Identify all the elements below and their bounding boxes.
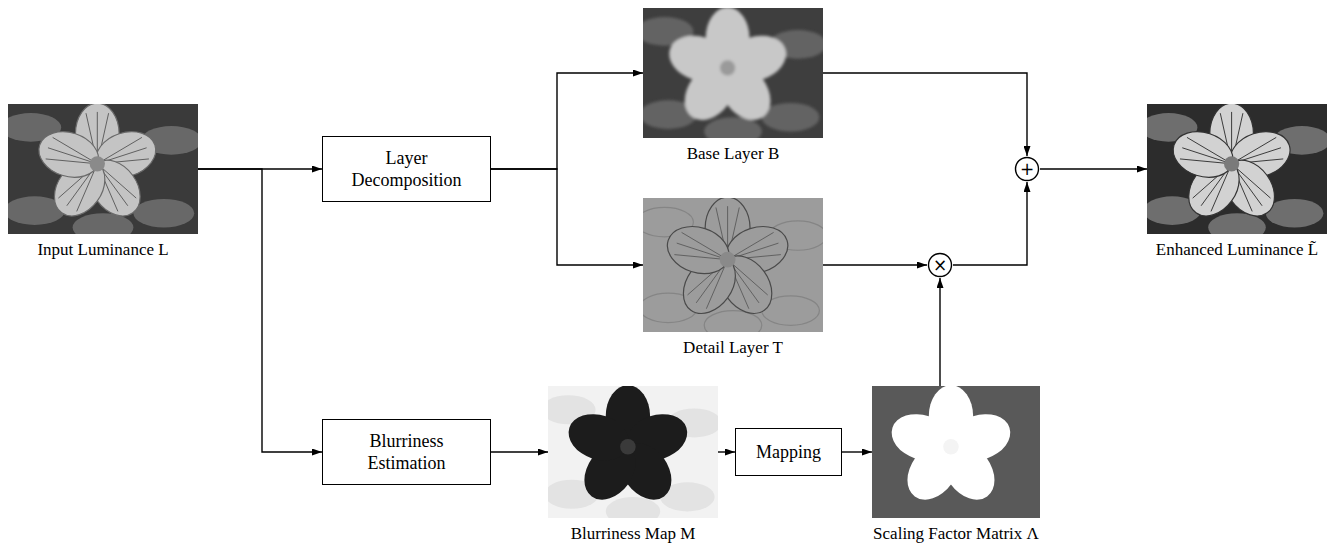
petal-shape (929, 497, 983, 518)
illustration-part (943, 439, 959, 455)
flow-arrow (823, 264, 927, 265)
petal-shape (661, 219, 735, 281)
flow-arrow (491, 451, 548, 452)
image-panel: Scaling Factor Matrix Λ (872, 386, 1040, 518)
illustration-part (872, 386, 1040, 518)
petal-shape (33, 124, 105, 184)
illustration-part (620, 439, 636, 455)
petal-shape (886, 407, 959, 468)
petal-shape (1167, 124, 1239, 184)
petal-shape (762, 103, 820, 132)
box-label: Layer Decomposition (331, 147, 482, 192)
image-caption: Enhanced Luminance L̃ (1156, 240, 1318, 260)
operator-circle: + (1014, 156, 1040, 182)
box-label: Blurriness Estimation (331, 430, 482, 475)
process-box: Blurriness Estimation (322, 419, 491, 485)
operator-ring (929, 254, 952, 277)
illustration-part (643, 198, 823, 332)
flow-arrow (491, 73, 643, 169)
image-panel: Input Luminance L (8, 104, 198, 234)
flow-arrow (198, 169, 322, 452)
illustration-part (1147, 104, 1327, 234)
image-caption: Base Layer B (687, 144, 780, 164)
operator-symbol: × (933, 257, 947, 274)
process-box: Layer Decomposition (322, 136, 491, 202)
petal-shape (563, 407, 636, 468)
image-caption: Detail Layer T (683, 338, 783, 358)
process-box: Mapping (735, 428, 842, 476)
petal-shape (1266, 199, 1324, 228)
illustration-part (872, 386, 1040, 518)
illustration-part (8, 104, 198, 234)
operator-symbol: + (1020, 161, 1034, 178)
illustration-part (872, 386, 1040, 518)
image-caption: Input Luminance L (37, 240, 168, 260)
operator-circle: × (927, 252, 953, 278)
petal-shape (663, 28, 735, 88)
illustration-part (548, 386, 718, 518)
flow-arrow (842, 451, 872, 452)
illustration-part (1182, 148, 1231, 164)
illustration-part (643, 198, 823, 332)
illustration-part (643, 8, 823, 138)
flow-arrow (939, 278, 940, 386)
illustration-part (720, 60, 735, 75)
flow-arrow (823, 73, 1027, 156)
illustration-part (643, 8, 823, 138)
petal-shape (606, 497, 660, 518)
petal-shape (133, 199, 194, 228)
flow-arrow (953, 182, 1027, 265)
operator-ring (1016, 158, 1039, 181)
illustration-part (8, 104, 198, 234)
image-panel: Base Layer B (643, 8, 823, 138)
petal-shape (704, 117, 762, 138)
illustration-part (682, 232, 728, 259)
illustration-part (1147, 104, 1327, 234)
illustration-part (48, 148, 97, 164)
illustration-part (1224, 156, 1239, 171)
illustration-part (548, 386, 718, 518)
illustration-part (720, 252, 736, 268)
illustration-part (53, 137, 98, 163)
image-panel: Enhanced Luminance L̃ (1147, 104, 1327, 234)
illustration-part (643, 198, 823, 332)
image-caption: Scaling Factor Matrix Λ (873, 524, 1039, 544)
illustration-part (677, 243, 728, 260)
illustration-part (90, 156, 105, 171)
flow-arrow (1040, 168, 1147, 169)
image-panel: Detail Layer T (643, 198, 823, 332)
flow-arrow (718, 451, 735, 452)
illustration-part (1187, 137, 1232, 163)
box-label: Mapping (756, 441, 821, 464)
image-caption: Blurriness Map M (571, 524, 696, 544)
flow-arrow (491, 169, 643, 265)
image-panel: Blurriness Map M (548, 386, 718, 518)
